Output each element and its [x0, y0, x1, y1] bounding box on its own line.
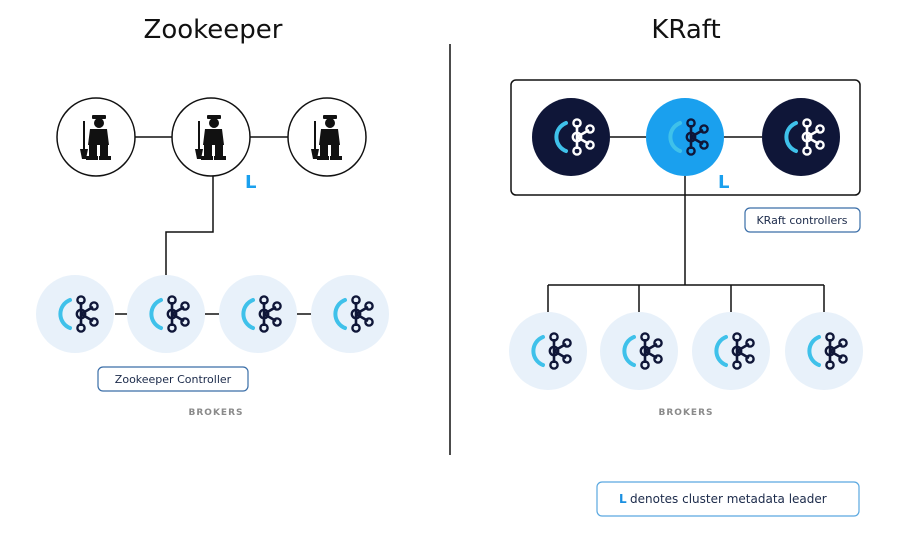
kraft-broker-4 [785, 312, 863, 390]
kraft-broker-3 [692, 312, 770, 390]
zk-leader-marker: L [245, 172, 256, 193]
zk-broker-3 [219, 275, 297, 353]
zookeeper-node-3 [287, 97, 367, 177]
zookeeper-title: Zookeeper [144, 15, 283, 45]
kraft-controllers-label-box: KRaft controllers [744, 207, 861, 233]
kraft-brokers-label: BROKERS [659, 408, 714, 418]
kraft-title: KRaft [651, 15, 720, 45]
zookeeper-controller-label: Zookeeper Controller [115, 373, 232, 386]
zk-to-controller-connector [165, 176, 214, 276]
zk-brokers-label: BROKERS [189, 408, 244, 418]
zookeeper-node-1 [56, 97, 136, 177]
zk-broker-4 [311, 275, 389, 353]
kraft-controller-1 [532, 98, 610, 176]
kraft-leader-marker: L [718, 172, 729, 193]
zookeeper-node-2-leader [171, 97, 251, 177]
zk-broker-1 [36, 275, 114, 353]
kraft-controllers-label: KRaft controllers [756, 214, 847, 227]
kraft-controller-3 [762, 98, 840, 176]
zookeeper-controller-label-box: Zookeeper Controller [97, 366, 249, 392]
zk-broker-2-controller [127, 275, 205, 353]
kraft-broker-1 [509, 312, 587, 390]
leader-legend-box: L denotes cluster metadata leader [596, 481, 860, 517]
legend-text: denotes cluster metadata leader [630, 492, 827, 506]
kraft-broker-2 [600, 312, 678, 390]
kraft-controller-2-leader [646, 98, 724, 176]
legend-leader-marker: L [619, 492, 627, 506]
